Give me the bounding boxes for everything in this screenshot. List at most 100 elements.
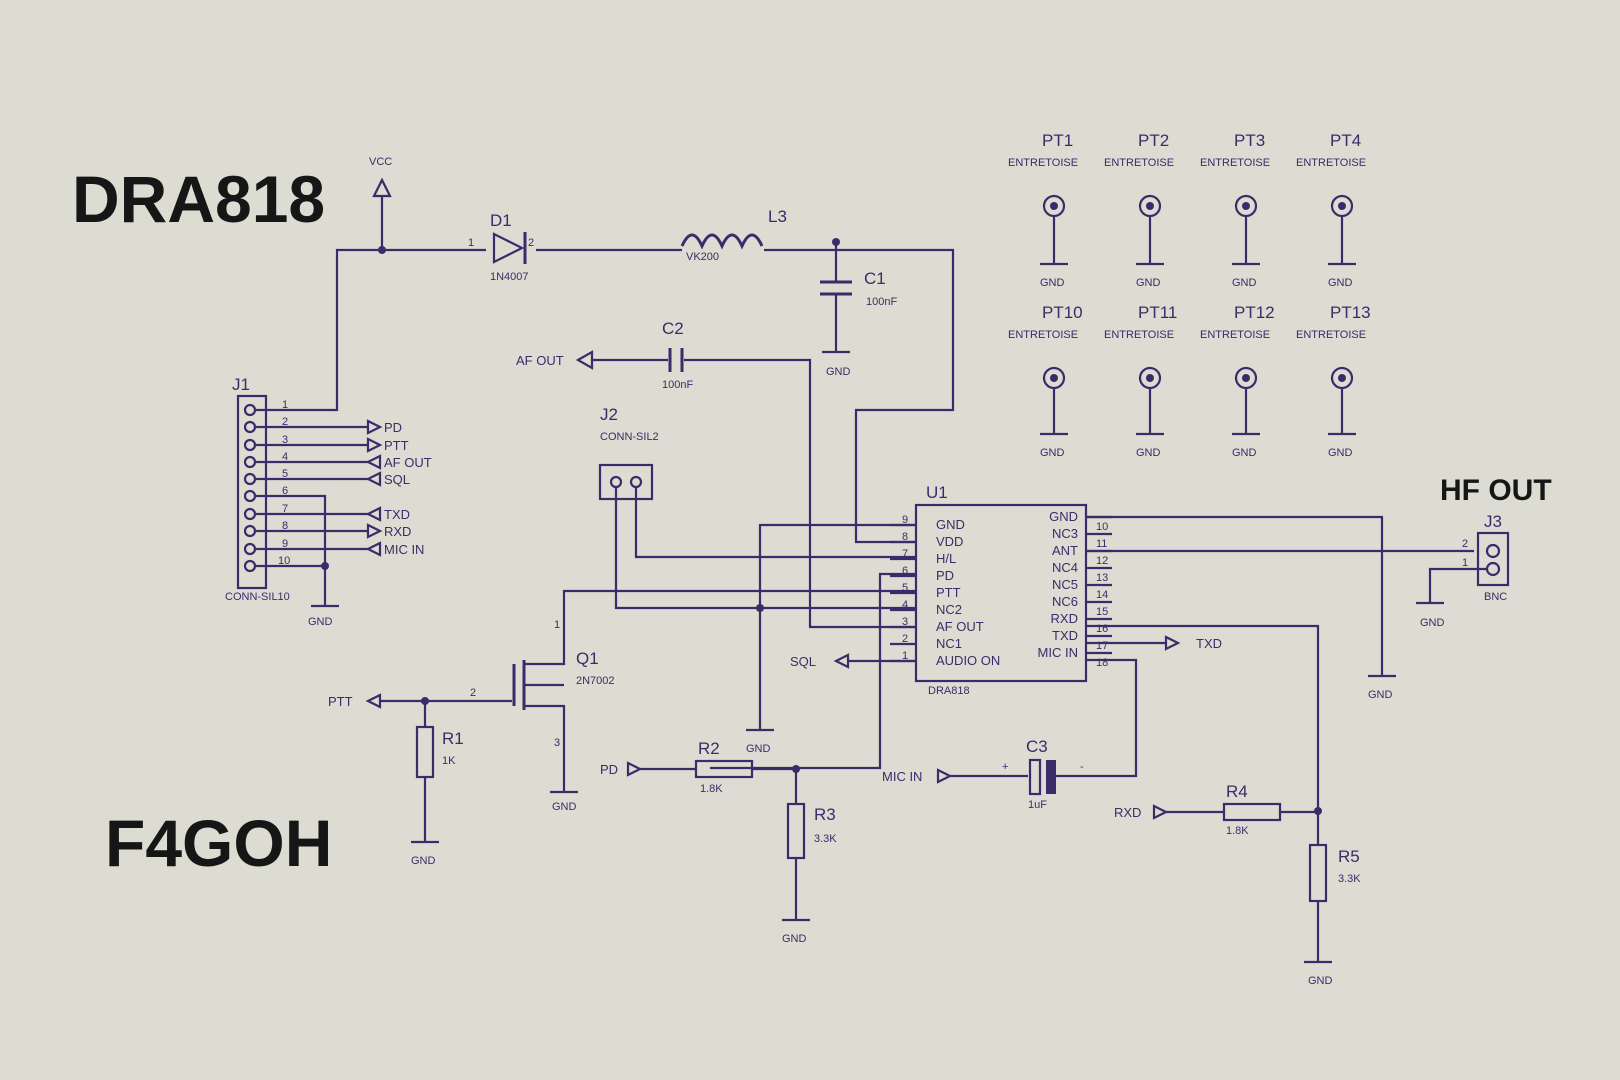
u1-left-pin-number: 8 [902,531,908,543]
j1-pin-number: 9 [282,538,288,550]
c1-value: 100nF [866,296,897,308]
u1-right-pin-number: 17 [1096,640,1108,652]
j1-gnd-label: GND [308,616,333,628]
r2-pd-label: PD [600,762,618,777]
r3-gnd-label: GND [782,933,807,945]
capacitor-c3 [936,758,1056,796]
standoff-label: ENTRETOISE [1104,157,1174,169]
u1-left-pin-name: NC1 [936,636,962,651]
j1-pin-number: 1 [282,399,288,411]
u1-right-gnd-label: GND [1368,689,1393,701]
u1-left-pin-number: 1 [902,650,908,662]
u1-left-pin-name: AF OUT [936,619,984,634]
standoff-label: ENTRETOISE [1008,329,1078,341]
u1-right-pin-name: ANT [1052,543,1078,558]
r2-ref: R2 [698,739,720,758]
standoff-label: ENTRETOISE [1200,329,1270,341]
u1-right-pin-name: GND [1049,509,1078,524]
u1-left-pin-number: 9 [902,514,908,526]
transistor-q1 [365,660,578,794]
u1-right-pin-number: 14 [1096,589,1108,601]
u1-right-pin-number: 15 [1096,606,1108,618]
inductor-l3 [680,222,764,252]
j1-ptt-label: PTT [384,438,409,453]
standoff-label: ENTRETOISE [1200,157,1270,169]
u1-left-pin-name: H/L [936,551,956,566]
u1-right-pin-number: 13 [1096,572,1108,584]
vcc-label: VCC [369,156,392,168]
u1-right-pin-number: 11 [1096,538,1107,550]
u1-left-pin-name: VDD [936,534,963,549]
r5-ref: R5 [1338,847,1360,866]
standoff-ref: PT4 [1330,131,1361,150]
r2-value: 1.8K [700,783,723,795]
standoff-gnd-label: GND [1232,447,1257,459]
capacitor-c1 [820,242,852,354]
standoff-gnd-label: GND [1040,277,1065,289]
standoff-hole [1146,202,1154,210]
standoff-label: ENTRETOISE [1104,329,1174,341]
u1-value: DRA818 [928,685,970,697]
u1-right-pin-name: NC5 [1052,577,1078,592]
r1-gnd-label: GND [411,855,436,867]
j1-pin-number: 5 [282,468,288,480]
standoff-label: ENTRETOISE [1296,157,1366,169]
c2-ref: C2 [662,319,684,338]
title-dra818: DRA818 [72,162,325,236]
af-out-label: AF OUT [516,353,564,368]
c3-ref: C3 [1026,737,1048,756]
sql-label: SQL [790,654,816,669]
power-path [335,177,955,544]
resistor-r4 [1152,802,1322,822]
standoff-hole [1242,374,1250,382]
u1-left-pin-number: 7 [902,548,908,560]
q1-value: 2N7002 [576,675,615,687]
u1-right-pin-number: 12 [1096,555,1108,567]
resistor-r1 [411,701,439,844]
u1-left-pin-number: 3 [902,616,908,628]
connector-j3 [1416,531,1510,605]
q1-pin1: 1 [554,619,560,631]
standoff-label: ENTRETOISE [1008,157,1078,169]
u1-left-pin-name: PD [936,568,954,583]
standoff-ref: PT2 [1138,131,1169,150]
u1-right-pin-number: 18 [1096,657,1108,669]
u1-left-pin-number: 2 [902,633,908,645]
standoff-ref: PT1 [1042,131,1073,150]
standoff-ref: PT12 [1234,303,1275,322]
u1-right-pin-name: MIC IN [1038,645,1078,660]
j1-micin-label: MIC IN [384,542,424,557]
j1-pin-number: 10 [278,555,290,567]
sql-net [833,653,916,669]
j3-pin2: 2 [1462,538,1468,550]
standoff-gnd-label: GND [1328,277,1353,289]
u1-right-pin-number: 16 [1096,623,1108,635]
title-f4goh: F4GOH [105,806,332,880]
c1-gnd-label: GND [826,366,851,378]
u1-left-pin-name: PTT [936,585,961,600]
c2-value: 100nF [662,379,693,391]
j3-ref: J3 [1484,512,1502,531]
u1-left-pin-name: AUDIO ON [936,653,1000,668]
standoff-label: ENTRETOISE [1296,329,1366,341]
standoff-hole [1050,374,1058,382]
j1-pin-number: 4 [282,451,288,463]
j3-pin1: 1 [1462,557,1468,569]
c3-minus: - [1080,761,1084,773]
j1-pin-number: 2 [282,416,288,428]
q1-ptt-label: PTT [328,694,353,709]
standoff-ref: PT10 [1042,303,1083,322]
j1-value: CONN-SIL10 [225,591,290,603]
resistor-r3 [782,769,810,922]
c3-value: 1uF [1028,799,1047,811]
l3-ref: L3 [768,207,787,226]
u1-txd-label: TXD [1196,636,1222,651]
r4-ref: R4 [1226,782,1248,801]
j2-value: CONN-SIL2 [600,431,659,443]
